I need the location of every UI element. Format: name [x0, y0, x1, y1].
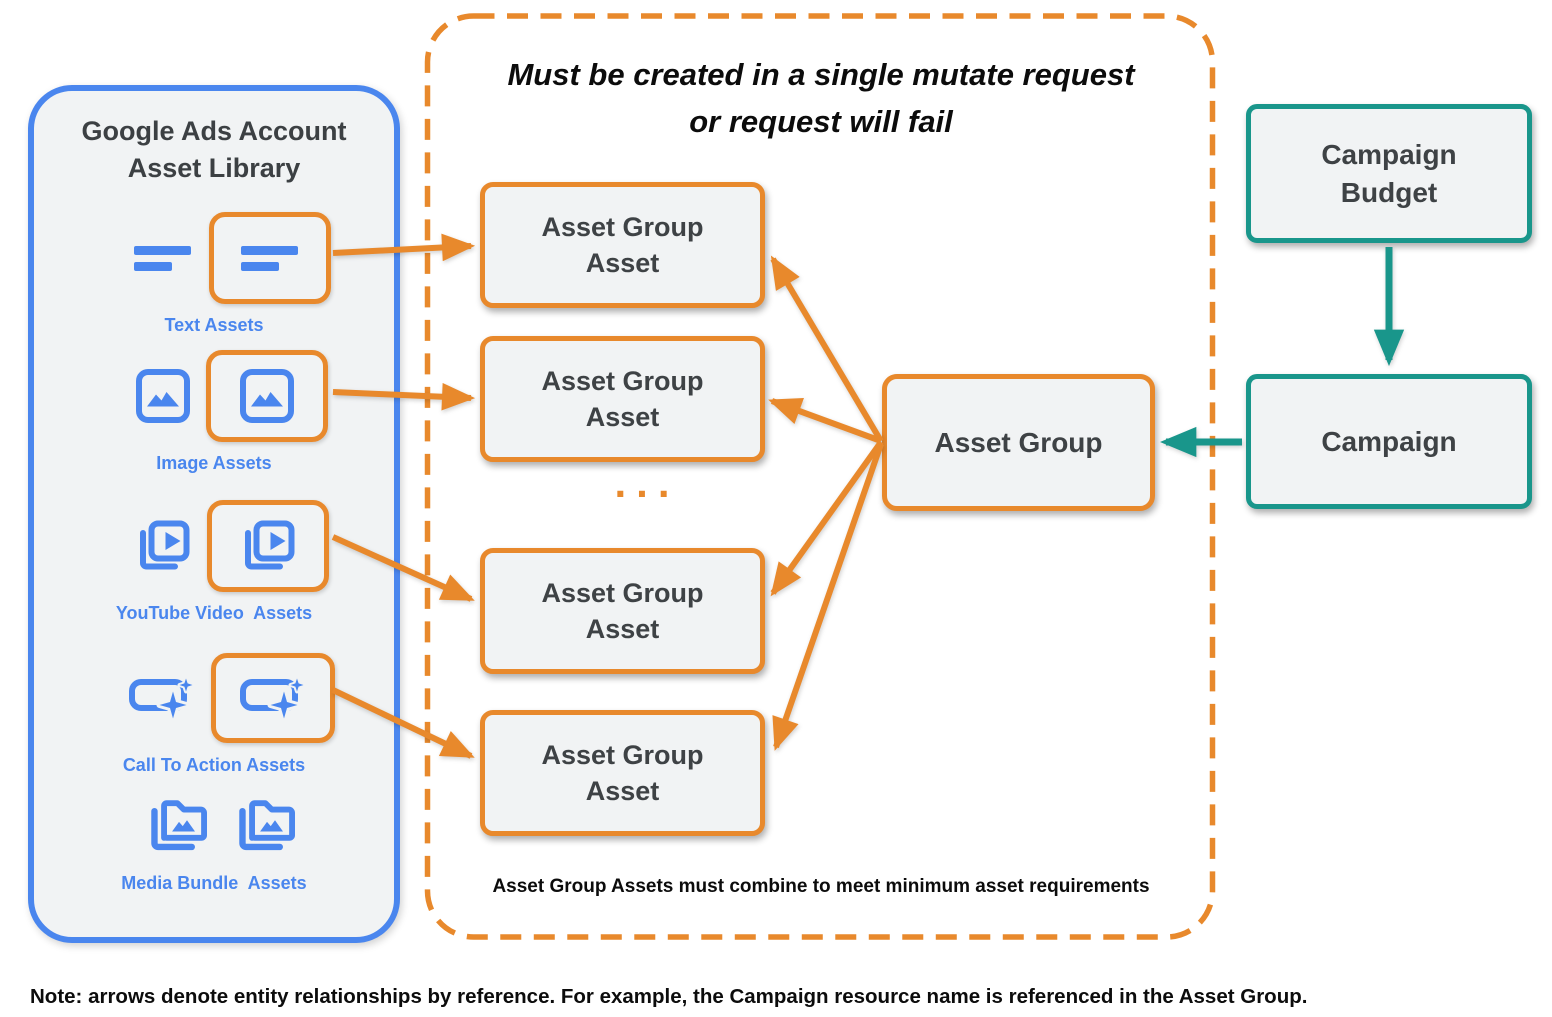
asset-group-asset-box: Asset Group Asset: [480, 710, 765, 836]
youtube-video-asset-icon: [240, 519, 296, 573]
campaign-box: Campaign: [1246, 374, 1532, 509]
youtube-assets-label: YouTube Video Assets: [115, 603, 313, 623]
asset-group-asset-box: Asset Group Asset: [480, 336, 765, 462]
mutate-panel-title: Must be created in a single mutate reque…: [507, 57, 1135, 139]
media-bundle-asset-icon: [235, 794, 299, 854]
asset-group-asset-box: Asset Group Asset: [480, 182, 765, 308]
text-asset-icon: [240, 241, 300, 275]
image-assets-row: Image Assets: [34, 349, 394, 474]
selected-text-asset-frame: [209, 212, 331, 304]
call-to-action-asset-icon: [240, 674, 306, 722]
asset-library-title: Google Ads Account Asset Library: [81, 116, 347, 184]
arrow-asset-group-to-box4: [772, 443, 884, 751]
image-asset-icon: [240, 369, 294, 423]
asset-group-box: Asset Group: [882, 374, 1155, 511]
selected-image-asset-frame: [206, 350, 328, 442]
text-assets-row: Text Assets: [34, 211, 394, 336]
campaign-budget-box: Campaign Budget: [1246, 104, 1532, 243]
cta-assets-label: Call To Action Assets: [122, 755, 306, 775]
arrow-asset-group-to-box2: [768, 398, 883, 444]
call-to-action-asset-icon: [129, 674, 195, 722]
media-bundle-assets-row: Media Bundle Assets: [34, 791, 394, 894]
media-bundle-asset-icon: [147, 794, 211, 854]
media-bundle-assets-label: Media Bundle Assets: [121, 873, 307, 893]
asset-library-panel: Google Ads Account Asset Library Text As…: [28, 85, 400, 943]
image-assets-label: Image Assets: [156, 453, 272, 473]
minimum-requirements-note: Asset Group Assets must combine to meet …: [492, 876, 1150, 897]
cta-assets-row: Call To Action Assets: [34, 651, 394, 776]
selected-cta-asset-frame: [211, 653, 335, 743]
text-assets-label: Text Assets: [164, 315, 264, 335]
text-asset-icon: [133, 241, 193, 275]
arrow-asset-group-to-box1: [770, 255, 884, 443]
youtube-assets-row: YouTube Video Assets: [34, 499, 394, 624]
youtube-video-asset-icon: [135, 519, 191, 573]
image-asset-icon: [136, 369, 190, 423]
page-note: Note: arrows denote entity relationships…: [30, 985, 1308, 1008]
selected-youtube-asset-frame: [207, 500, 329, 592]
arrow-asset-group-to-box3: [770, 440, 884, 597]
asset-group-asset-box: Asset Group Asset: [480, 548, 765, 674]
more-assets-ellipsis: ...: [614, 459, 680, 506]
